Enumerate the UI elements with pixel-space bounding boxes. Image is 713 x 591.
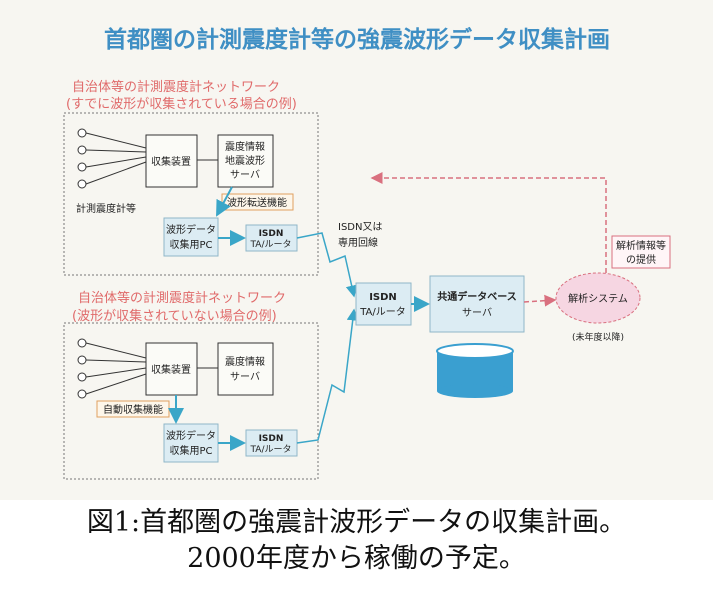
network-a-collector-label: 収集装置 bbox=[151, 155, 191, 168]
network-a-heading-line2: (すでに波形が収集されている場合の例) bbox=[66, 96, 297, 112]
line-note-1: ISDN又は bbox=[338, 221, 382, 233]
network-b-isdn-line2: TA/ルータ bbox=[250, 444, 292, 455]
feedback-path bbox=[370, 172, 607, 273]
network-b-function-label: 自動収集機能 bbox=[103, 403, 163, 416]
db-server-line2: サーバ bbox=[462, 307, 492, 319]
db-to-analysis-arrow bbox=[523, 294, 557, 307]
network-b-server-box bbox=[217, 342, 274, 396]
caption-line2: 2000年度から稼働の予定。 bbox=[187, 543, 526, 574]
network-b-pc-line1: 波形データ bbox=[166, 429, 216, 442]
network-b-pc-line2: 収集用PC bbox=[169, 444, 212, 457]
network-a-heading-line1: 自治体等の計測震度計ネットワーク bbox=[72, 79, 280, 95]
network-a-isdn-line2: TA/ルータ bbox=[250, 239, 292, 250]
center-isdn-line1: ISDN bbox=[369, 292, 397, 303]
network-a-pc-line2: 収集用PC bbox=[169, 238, 212, 251]
network-b-server-line1: 震度情報 bbox=[225, 355, 265, 368]
network-b-pc-box bbox=[163, 423, 219, 463]
caption-line1: 図1:首都圏の強震計波形データの収集計画。 bbox=[86, 507, 627, 538]
analysis-note: (未年度以降) bbox=[572, 331, 624, 343]
network-diagram: 首都圏の計測震度計等の強震波形データ収集計画 自治体等の計測震度計ネットワーク … bbox=[63, 26, 671, 480]
network-a-isdn-line1: ISDN bbox=[259, 229, 284, 239]
network-b-heading-line2: (波形が収集されていない場合の例) bbox=[72, 308, 277, 324]
center-isdn-box bbox=[355, 282, 412, 326]
link-a-to-center bbox=[296, 232, 358, 298]
network-b-heading-line1: 自治体等の計測震度計ネットワーク bbox=[78, 290, 286, 306]
network-b-isdn-box bbox=[245, 429, 298, 457]
network-a-function-label: 波形転送機能 bbox=[227, 196, 287, 209]
center-isdn-line2: TA/ルータ bbox=[359, 306, 406, 318]
diagram-title: 首都圏の計測震度計等の強震波形データ収集計画 bbox=[104, 26, 610, 53]
network-b-collector-box bbox=[145, 342, 198, 396]
analysis-provide-line2: の提供 bbox=[626, 253, 656, 266]
link-b-to-center bbox=[296, 308, 359, 444]
network-a-server-line3: サーバ bbox=[230, 169, 260, 181]
db-server-line1: 共通データベース bbox=[437, 290, 517, 303]
network-a-pc-line1: 波形データ bbox=[166, 223, 216, 236]
figure-caption: 図1:首都圏の強震計波形データの収集計画。 2000年度から稼働の予定。 bbox=[0, 505, 713, 577]
diagram-figure: 首都圏の計測震度計等の強震波形データ収集計画 自治体等の計測震度計ネットワーク … bbox=[0, 0, 713, 500]
analysis-system-ellipse bbox=[555, 272, 641, 324]
network-a-server-line2: 地震波形 bbox=[225, 154, 265, 167]
network-a-pc-box bbox=[163, 217, 219, 257]
network-a-sensor-label: 計測震度計等 bbox=[76, 202, 136, 215]
network-a-server-line1: 震度情報 bbox=[225, 140, 265, 153]
network-a-collector-box bbox=[145, 134, 198, 188]
analysis-provide-box bbox=[611, 235, 671, 269]
network-b-boundary bbox=[63, 322, 319, 480]
database-cylinder-icon bbox=[436, 343, 514, 398]
line-note-2: 専用回線 bbox=[338, 236, 378, 249]
network-a-sensors bbox=[77, 128, 147, 189]
network-b-sensors bbox=[77, 338, 147, 399]
network-b-server-line2: サーバ bbox=[230, 371, 260, 383]
analysis-provide-line1: 解析情報等 bbox=[616, 239, 666, 252]
network-a-server-box bbox=[217, 134, 274, 188]
db-server-box bbox=[429, 275, 525, 333]
network-b-collector-label: 収集装置 bbox=[151, 363, 191, 376]
analysis-system-label: 解析システム bbox=[568, 292, 628, 305]
network-b-isdn-line1: ISDN bbox=[259, 434, 284, 444]
